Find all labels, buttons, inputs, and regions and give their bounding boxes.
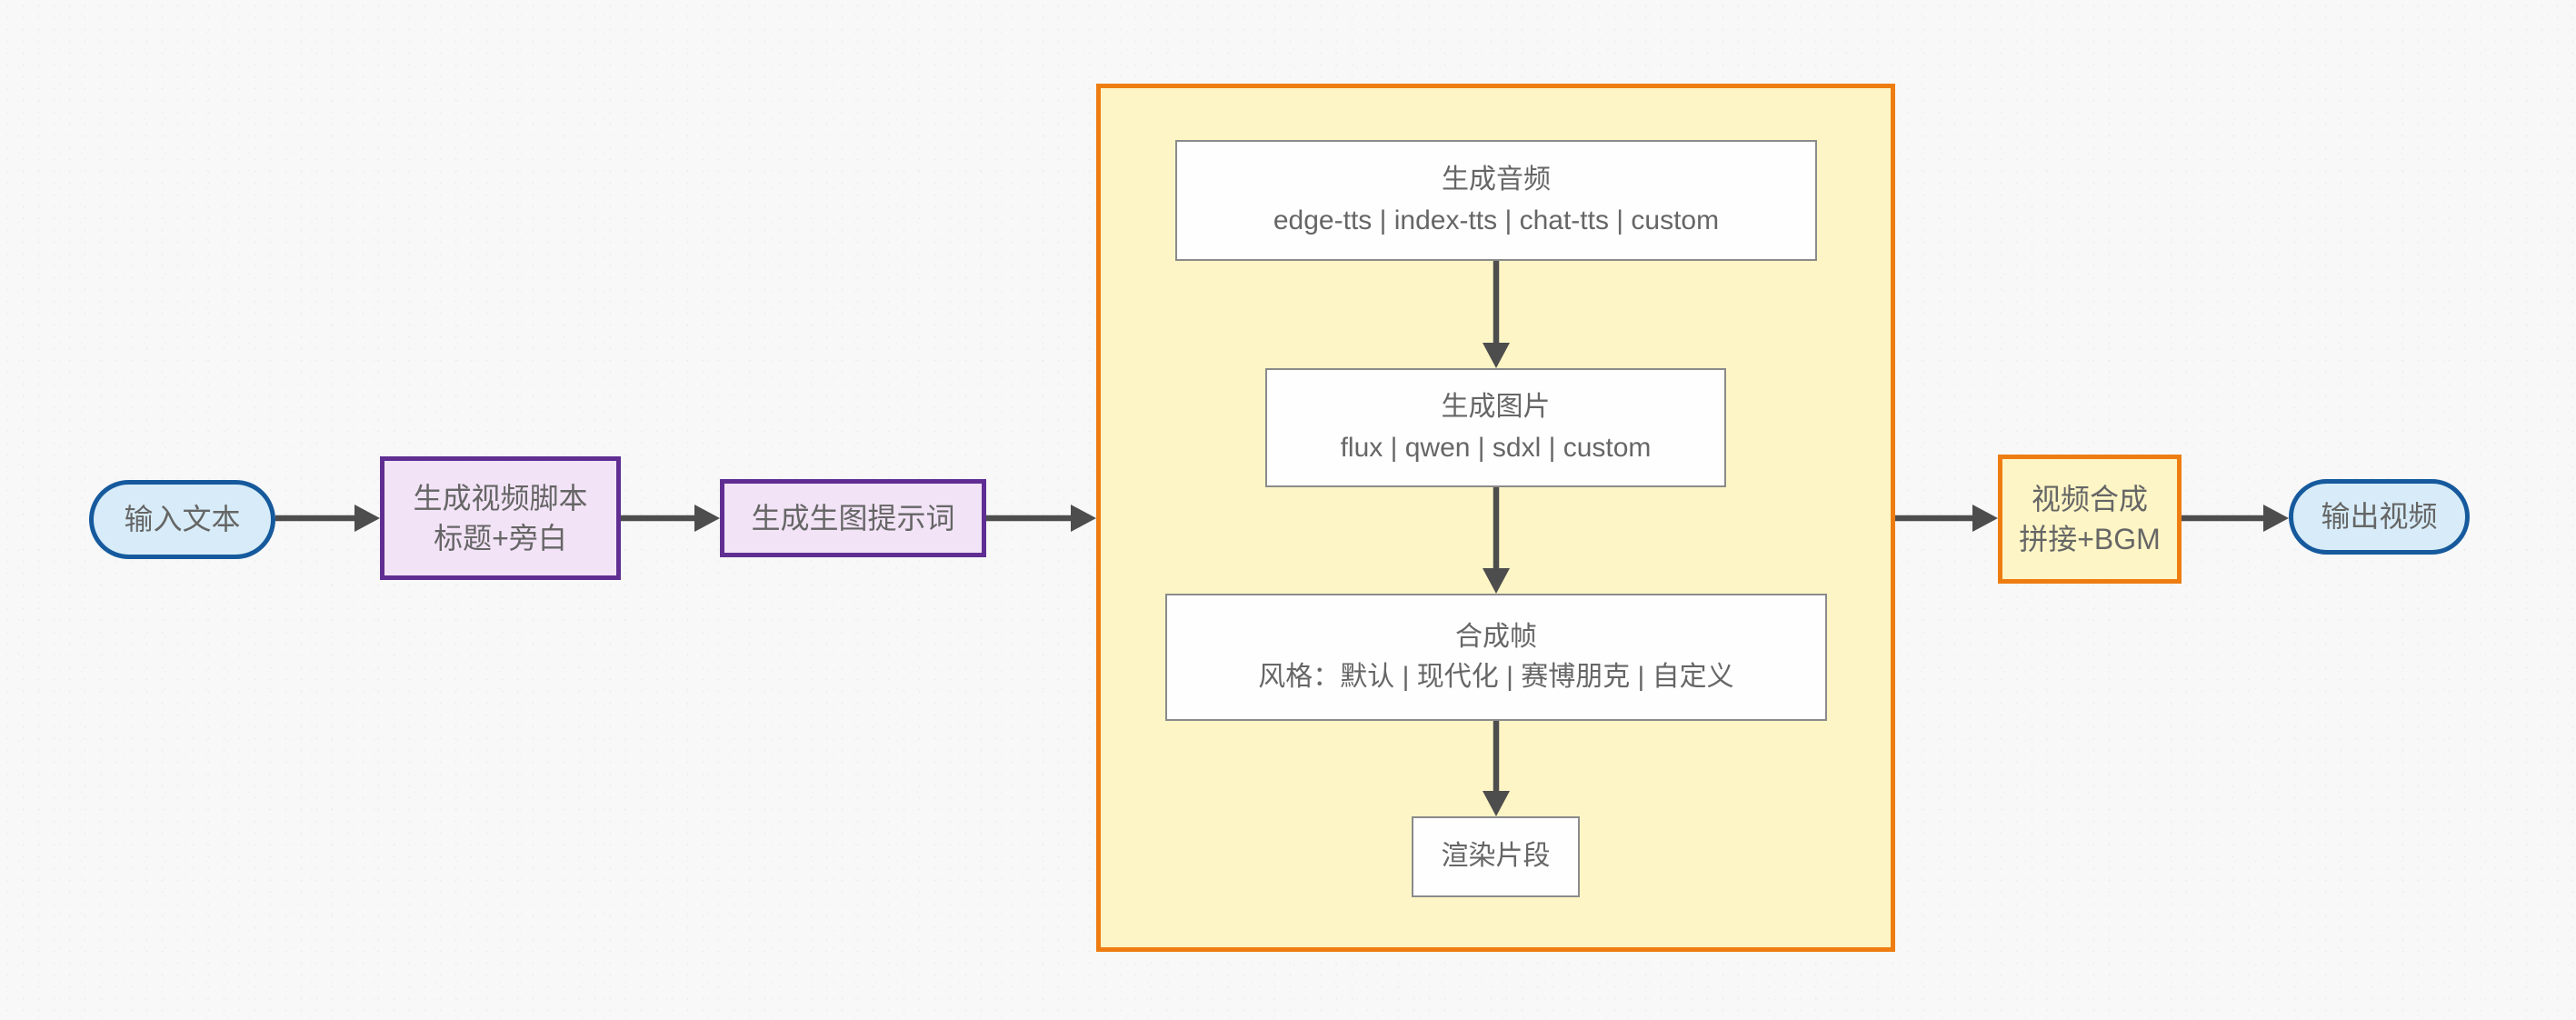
arrow-head-icon xyxy=(1972,505,1998,532)
arrow-head-icon xyxy=(1071,505,1096,532)
node-compose-frame-styles: 风格：默认 | 现代化 | 赛博朋克 | 自定义 xyxy=(1258,662,1734,692)
node-render-clip: 渲染片段 xyxy=(1412,816,1580,897)
node-output-video-label: 输出视频 xyxy=(2321,500,2438,534)
node-video-compose-line1: 视频合成 xyxy=(2031,482,2148,515)
arrow-group-to-compose xyxy=(1895,505,1998,532)
arrow-script-to-prompt xyxy=(621,505,720,532)
arrow-compose-to-output xyxy=(2182,505,2289,532)
node-generate-image-title: 生成图片 xyxy=(1441,392,1551,423)
node-generate-audio-title: 生成音频 xyxy=(1442,165,1551,195)
node-input-text: 输入文本 xyxy=(89,480,275,559)
node-generate-image: 生成图片 flux | qwen | sdxl | custom xyxy=(1265,368,1726,487)
node-generate-script: 生成视频脚本 标题+旁白 xyxy=(380,456,621,580)
arrow-input-to-script xyxy=(275,505,380,532)
node-generate-image-prompt: 生成生图提示词 xyxy=(720,479,986,557)
node-generate-script-line2: 标题+旁白 xyxy=(434,522,567,555)
node-generate-image-prompt-label: 生成生图提示词 xyxy=(751,501,955,535)
node-video-compose-line2: 拼接+BGM xyxy=(2019,523,2161,555)
arrow-head-icon xyxy=(354,505,380,532)
node-render-clip-label: 渲染片段 xyxy=(1441,841,1551,872)
node-output-video: 输出视频 xyxy=(2289,479,2470,555)
node-compose-frame-title: 合成帧 xyxy=(1455,621,1537,652)
arrow-prompt-to-group xyxy=(986,505,1096,532)
node-generate-audio-engines: edge-tts | index-tts | chat-tts | custom xyxy=(1273,205,1720,235)
node-video-compose: 视频合成 拼接+BGM xyxy=(1998,455,2182,584)
node-generate-image-models: flux | qwen | sdxl | custom xyxy=(1340,432,1652,463)
node-compose-frame: 合成帧 风格：默认 | 现代化 | 赛博朋克 | 自定义 xyxy=(1165,594,1827,721)
node-input-text-label: 输入文本 xyxy=(124,503,241,536)
arrow-head-icon xyxy=(694,505,720,532)
node-generate-audio: 生成音频 edge-tts | index-tts | chat-tts | c… xyxy=(1175,140,1817,261)
node-generate-script-line1: 生成视频脚本 xyxy=(413,481,588,515)
arrow-head-icon xyxy=(2263,505,2289,532)
